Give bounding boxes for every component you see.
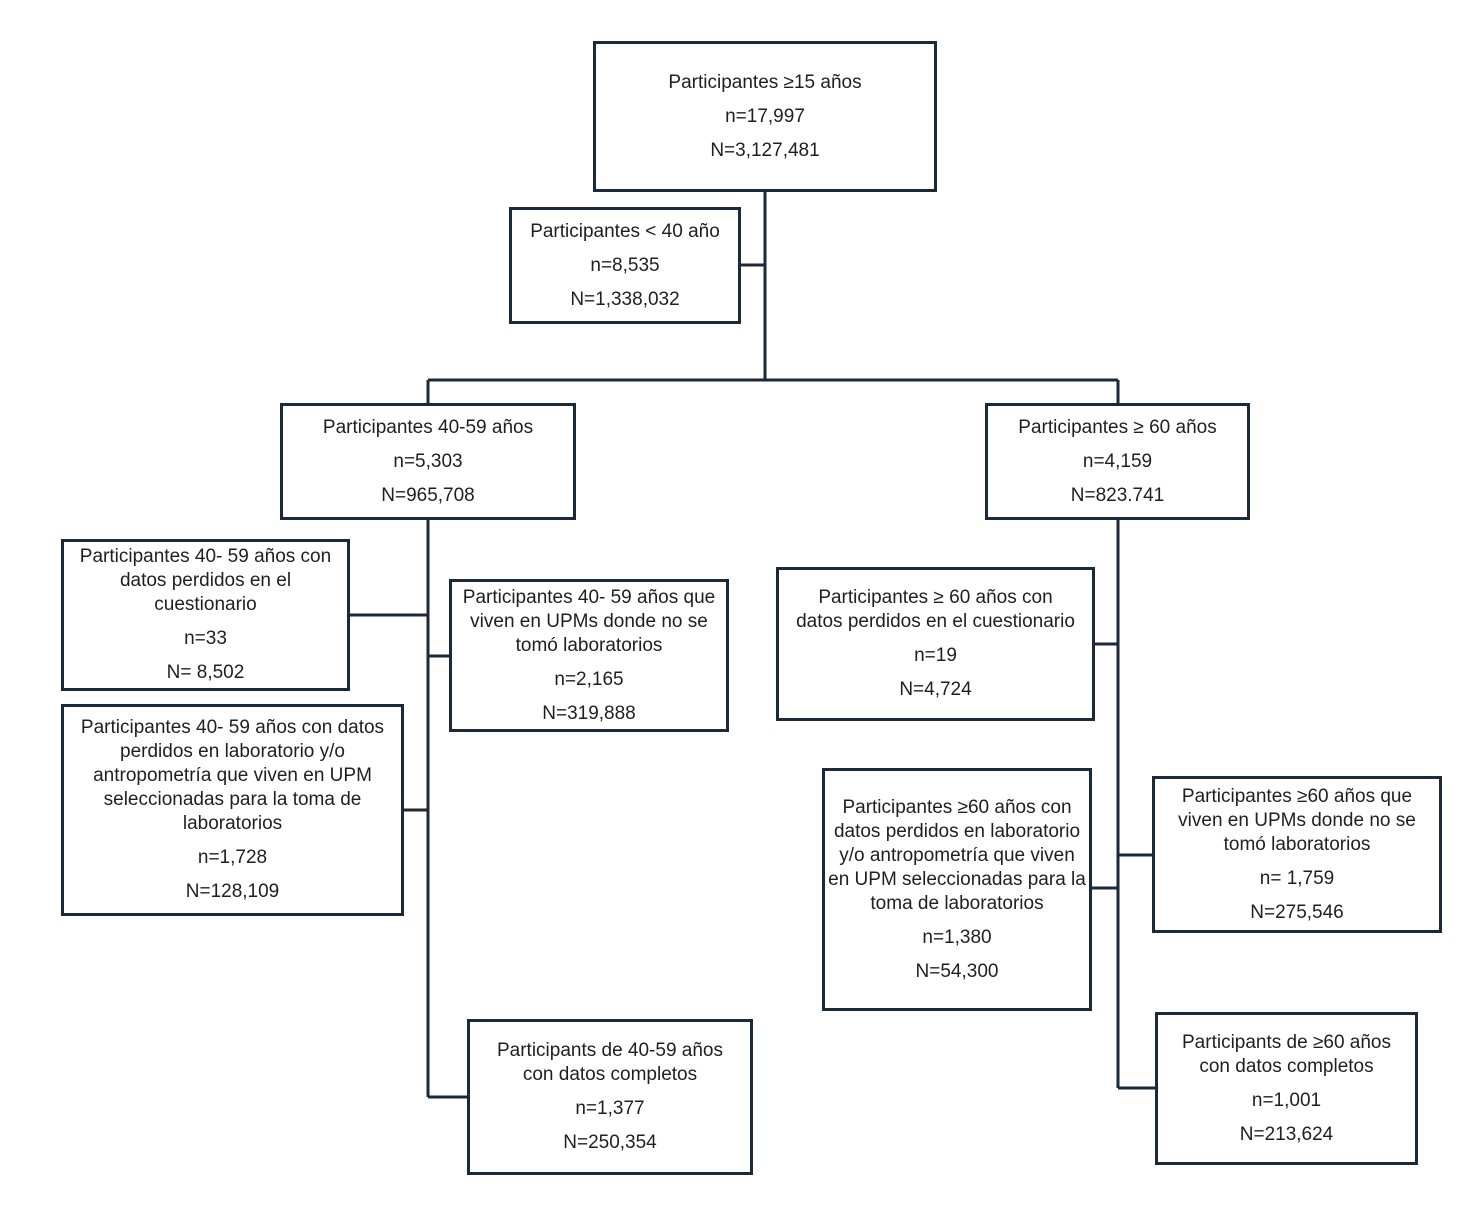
complete-60-box: Participants de ≥60 años con datos compl… xyxy=(1155,1012,1418,1165)
root-N: N=3,127,481 xyxy=(710,139,820,161)
age40-59-title: Participantes 40-59 años xyxy=(322,416,534,438)
missing-lab-60-n: n=1,380 xyxy=(922,926,992,948)
no-lab-40-59-N: N=319,888 xyxy=(542,702,636,724)
missing-q-40-59-box: Participantes 40- 59 años con datos perd… xyxy=(61,539,350,691)
no-lab-40-59-box: Participantes 40- 59 años que viven en U… xyxy=(449,579,729,732)
under40-title: Participantes < 40 año xyxy=(530,220,720,242)
age60plus-n: n=4,159 xyxy=(1082,450,1153,472)
no-lab-60-n: n= 1,759 xyxy=(1259,867,1335,889)
root-title: Participantes ≥15 años xyxy=(668,71,862,93)
no-lab-60-title: Participantes ≥60 años que viven en UPMs… xyxy=(1178,785,1416,855)
age40-59-box: Participantes 40-59 años n=5,303 N=965,7… xyxy=(280,403,576,520)
missing-lab-60-N: N=54,300 xyxy=(915,960,999,982)
age40-59-n: n=5,303 xyxy=(393,450,463,472)
root-box: Participantes ≥15 años n=17,997 N=3,127,… xyxy=(593,41,937,192)
under40-n: n=8,535 xyxy=(590,254,660,276)
missing-q-40-59-n: n=33 xyxy=(184,628,227,649)
age60plus-N: N=823.741 xyxy=(1070,484,1165,506)
missing-lab-40-59-n: n=1,728 xyxy=(197,847,268,868)
missing-q-40-59-title: Participantes 40- 59 años con datos perd… xyxy=(79,546,332,615)
age60plus-box: Participantes ≥ 60 años n=4,159 N=823.74… xyxy=(985,403,1250,520)
complete-40-59-box: Participants de 40-59 años con datos com… xyxy=(467,1019,753,1175)
complete-40-59-title: Participants de 40-59 años con datos com… xyxy=(496,1040,724,1085)
under40-box: Participantes < 40 año n=8,535 N=1,338,0… xyxy=(509,207,741,324)
missing-q-60-N: N=4,724 xyxy=(899,679,972,700)
under40-N: N=1,338,032 xyxy=(570,288,680,310)
no-lab-60-N: N=275,546 xyxy=(1250,901,1344,923)
missing-lab-40-59-box: Participantes 40- 59 años con datos perd… xyxy=(61,704,404,916)
complete-60-title: Participants de ≥60 años con datos compl… xyxy=(1182,1031,1391,1077)
root-n: n=17,997 xyxy=(725,105,805,127)
age40-59-N: N=965,708 xyxy=(381,484,475,506)
complete-40-59-n: n=1,377 xyxy=(575,1098,645,1119)
missing-q-40-59-N: N= 8,502 xyxy=(166,662,245,683)
missing-q-60-title: Participantes ≥ 60 años con datos perdid… xyxy=(796,587,1075,632)
no-lab-40-59-n: n=2,165 xyxy=(554,668,624,690)
no-lab-40-59-title: Participantes 40- 59 años que viven en U… xyxy=(462,586,716,656)
complete-60-n: n=1,001 xyxy=(1251,1089,1322,1111)
missing-q-60-n: n=19 xyxy=(914,645,957,666)
complete-40-59-N: N=250,354 xyxy=(563,1132,657,1153)
missing-lab-40-59-N: N=128,109 xyxy=(185,881,280,902)
no-lab-60-box: Participantes ≥60 años que viven en UPMs… xyxy=(1152,776,1442,933)
missing-lab-60-title: Participantes ≥60 años con datos perdido… xyxy=(828,796,1086,914)
missing-q-60-box: Participantes ≥ 60 años con datos perdid… xyxy=(776,567,1095,721)
complete-60-N: N=213,624 xyxy=(1239,1123,1334,1145)
missing-lab-40-59-title: Participantes 40- 59 años con datos perd… xyxy=(80,717,385,834)
age60plus-title: Participantes ≥ 60 años xyxy=(1018,416,1217,438)
missing-lab-60-box: Participantes ≥60 años con datos perdido… xyxy=(822,768,1092,1011)
